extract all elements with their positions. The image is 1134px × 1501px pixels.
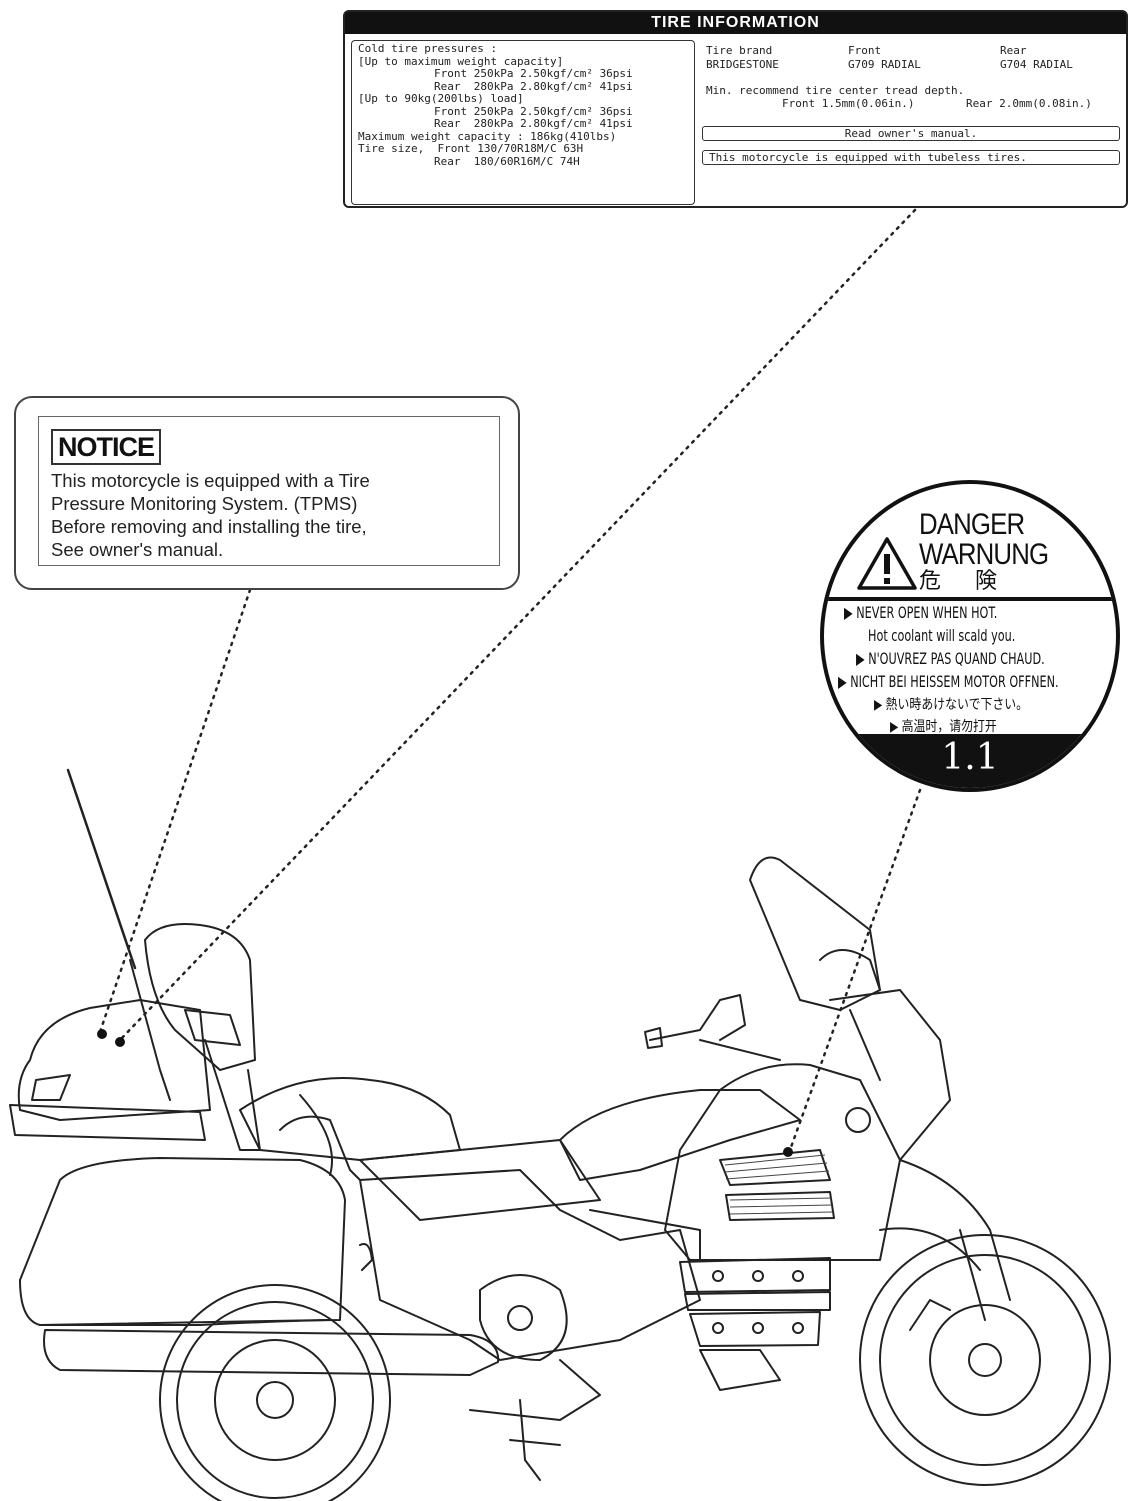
tire-label-title: TIRE INFORMATION (345, 12, 1126, 34)
leader-line-danger (788, 788, 922, 1152)
max-weight-capacity: Maximum weight capacity : 186kg(410lbs) (358, 129, 617, 143)
front-tire-model: G709 RADIAL (848, 58, 921, 71)
tire-size-label: Tire size (358, 142, 418, 155)
danger-line-chinese: ▶ 高温时，请勿打开 (890, 719, 997, 735)
notice-line-2: Pressure Monitoring System. (TPMS) (51, 493, 358, 514)
warning-triangle-icon (857, 537, 917, 590)
notice-inner-frame: NOTICE This motorcycle is equipped with … (38, 416, 500, 566)
notice-line-1: This motorcycle is equipped with a Tire (51, 470, 370, 491)
notice-badge: NOTICE (51, 429, 162, 465)
tpms-notice-label: NOTICE This motorcycle is equipped with … (14, 396, 520, 590)
tread-depth-heading: Min. recommend tire center tread depth. (706, 84, 965, 97)
rear-pressure-90kg: Rear 280kPa 2.80kgf/cm² 41psi (434, 117, 633, 130)
max-capacity-heading: [Up to maximum weight capacity] (358, 54, 564, 68)
tire-brand-label: Tire brand (706, 44, 773, 57)
danger-line-japanese: ▶ 熱い時あけないで下さい。 (874, 697, 1029, 713)
cold-pressure-heading: Cold tire pressures : (358, 42, 498, 55)
danger-title: DANGER (919, 508, 1025, 541)
load-90kg-heading: [Up to 90kg(200lbs) load] (358, 92, 524, 105)
kiken-title: 危険 (919, 569, 1032, 594)
danger-line-english: ▶ NEVER OPEN WHEN HOT. (844, 603, 998, 622)
warnung-title: WARNUNG (919, 538, 1049, 571)
danger-number-band (824, 734, 1116, 788)
leader-line-tire-label (118, 208, 917, 1042)
radiator-cap-danger-label: DANGER WARNUNG 危険 ▶ NEVER OPEN WHEN HOT.… (820, 480, 1120, 792)
danger-line-german: ▶ NICHT BEI HEISSEM MOTOR OFFNEN. (838, 672, 1059, 691)
front-tread-depth: Front 1.5mm(0.06in.) (782, 97, 915, 110)
tire-information-label: TIRE INFORMATION Cold tire pressures : [… (343, 10, 1128, 208)
danger-line-scald: Hot coolant will scald you. (868, 626, 1016, 645)
tire-size-front: Front 130/70R18M/C 63H (437, 142, 584, 155)
front-column-label: Front (848, 44, 882, 57)
danger-line-french: ▶ N'OUVREZ PAS QUAND CHAUD. (856, 649, 1045, 668)
rear-tire-model: G704 RADIAL (1000, 58, 1073, 71)
read-owners-manual-box: Read owner's manual. (702, 126, 1120, 141)
rear-tread-depth: Rear 2.0mm(0.08in.) (966, 97, 1092, 110)
tire-brand-panel: Tire brand Front Rear BRIDGESTONE G709 R… (702, 40, 1122, 205)
pressure-rating-number: 1.1 (941, 737, 999, 778)
front-pressure-max: Front 250kPa 2.50kgf/cm² 36psi (434, 67, 633, 80)
notice-text: This motorcycle is equipped with a Tire … (51, 469, 491, 561)
rear-column-label: Rear (1000, 44, 1027, 57)
tire-pressure-panel: Cold tire pressures : [Up to maximum wei… (351, 40, 695, 205)
notice-line-4: See owner's manual. (51, 539, 224, 560)
danger-divider (824, 597, 1116, 601)
rear-pressure-max: Rear 280kPa 2.80kgf/cm² 41psi (434, 79, 633, 93)
tubeless-tires-box: This motorcycle is equipped with tubeles… (702, 150, 1120, 165)
leader-line-notice (98, 588, 252, 1034)
notice-line-3: Before removing and installing the tire, (51, 516, 367, 537)
tire-size-rear: Rear 180/60R16M/C 74H (434, 154, 580, 168)
tire-size-front-row: Tire size, Front 130/70R18M/C 63H (358, 142, 584, 155)
front-pressure-90kg: Front 250kPa 2.50kgf/cm² 36psi (434, 104, 633, 118)
tire-brand-name: BRIDGESTONE (706, 58, 779, 71)
